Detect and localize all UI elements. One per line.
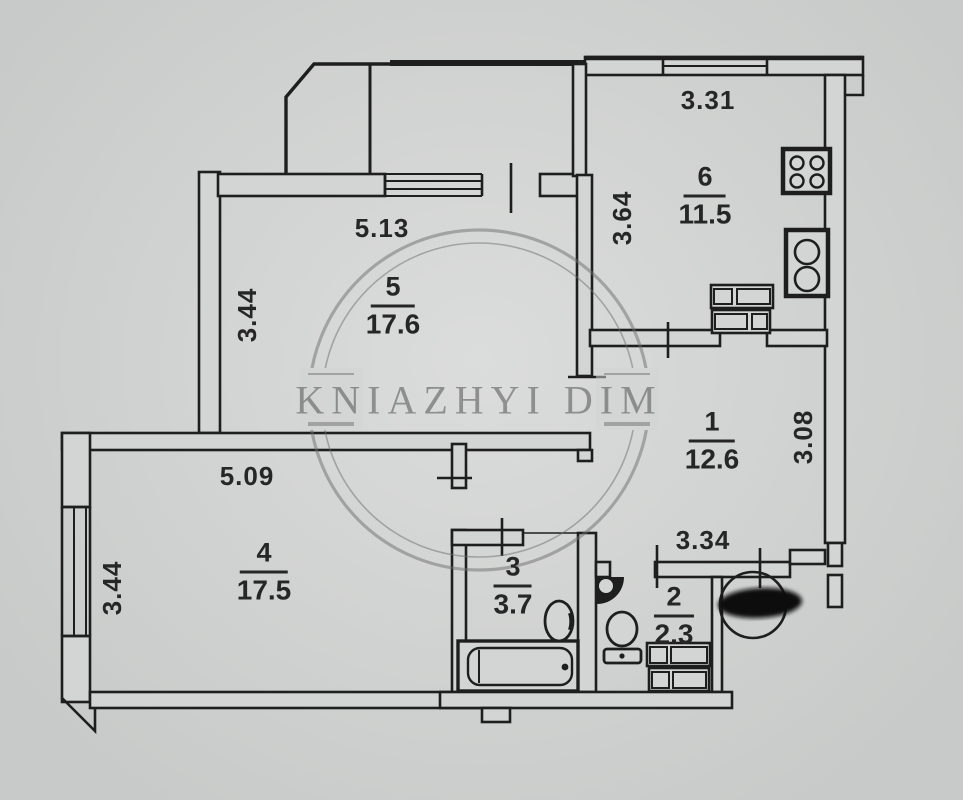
fraction-line xyxy=(689,439,735,443)
room-label-wc: 2 2.3 xyxy=(654,581,694,650)
kitchen-sink-icon xyxy=(783,227,831,299)
bath-wc-divider xyxy=(576,531,598,694)
fixtures-group xyxy=(456,146,833,693)
room-label-bathroom: 3 3.7 xyxy=(493,551,533,620)
dim-bedroom-left: 3.44 xyxy=(97,560,127,616)
room-number: 2 xyxy=(666,581,682,612)
fraction-line xyxy=(240,570,288,574)
living-room-window xyxy=(383,173,484,197)
bottom-left-chamfer xyxy=(61,697,97,735)
wet-zone-bottom-wall xyxy=(438,690,734,710)
top-right-notch xyxy=(845,75,865,97)
room-area: 11.5 xyxy=(678,198,732,230)
stove-icon xyxy=(780,146,833,196)
watermark-logo xyxy=(300,228,658,572)
entrance-door-jambs xyxy=(826,541,844,609)
room-area: 12.6 xyxy=(684,443,740,475)
entry-step-wall xyxy=(788,548,827,566)
living-room-top-wall xyxy=(216,172,587,198)
dim-kitchen-top: 3.31 xyxy=(680,85,736,115)
fraction-line xyxy=(494,584,532,588)
watermark-brackets xyxy=(308,373,650,426)
toilet-icon xyxy=(602,610,643,665)
fraction-line xyxy=(654,614,694,618)
room-label-kitchen: 6 11.5 xyxy=(678,161,732,230)
room-number: 5 xyxy=(385,271,401,302)
kitchen-cabinet-icon xyxy=(709,283,775,335)
fraction-line xyxy=(371,304,415,308)
room-label-living: 5 17.6 xyxy=(365,271,421,340)
room-number: 3 xyxy=(505,551,521,582)
room-area: 2.3 xyxy=(654,618,694,650)
room-number: 1 xyxy=(704,406,720,437)
bedroom-window xyxy=(60,505,92,638)
redacted-number-blob xyxy=(718,570,802,640)
fraction-line xyxy=(683,194,726,198)
dim-living-top: 5.13 xyxy=(354,213,410,243)
dim-bedroom-top: 5.09 xyxy=(219,461,275,491)
room-number: 4 xyxy=(256,537,272,568)
dim-hall-right: 3.08 xyxy=(788,409,818,465)
walls-group xyxy=(60,55,865,735)
room-area: 17.5 xyxy=(236,574,292,606)
kitchen-hall-wall xyxy=(588,328,829,348)
balcony-kitchen-divider xyxy=(571,62,588,178)
room-number: 6 xyxy=(697,161,713,192)
washing-machine-icon xyxy=(645,641,712,693)
room-label-hall: 1 12.6 xyxy=(684,406,740,475)
washbasin-icon xyxy=(543,599,575,643)
room-area: 17.6 xyxy=(365,308,421,340)
dim-kitchen-left: 3.64 xyxy=(607,190,637,246)
corner-sink-icon xyxy=(597,577,624,604)
room-label-bedroom: 4 17.5 xyxy=(236,537,292,606)
bedroom-left-wall xyxy=(60,431,97,735)
dim-living-left: 3.44 xyxy=(232,287,262,343)
bedroom-bottom-wall xyxy=(88,690,482,710)
bathtub-icon xyxy=(456,639,580,693)
dim-hall-bottom: 3.34 xyxy=(675,525,731,555)
kitchen-window xyxy=(661,57,769,75)
wall-stub xyxy=(576,448,594,463)
room-area: 3.7 xyxy=(493,588,533,620)
right-outer-wall xyxy=(823,73,847,545)
bottom-wall-tab xyxy=(480,706,512,724)
balcony xyxy=(284,60,587,174)
bathroom-top-wall xyxy=(450,528,578,547)
living-room-left-wall xyxy=(197,170,222,435)
watermark-text: KNIAZHYI DIM xyxy=(295,377,663,423)
